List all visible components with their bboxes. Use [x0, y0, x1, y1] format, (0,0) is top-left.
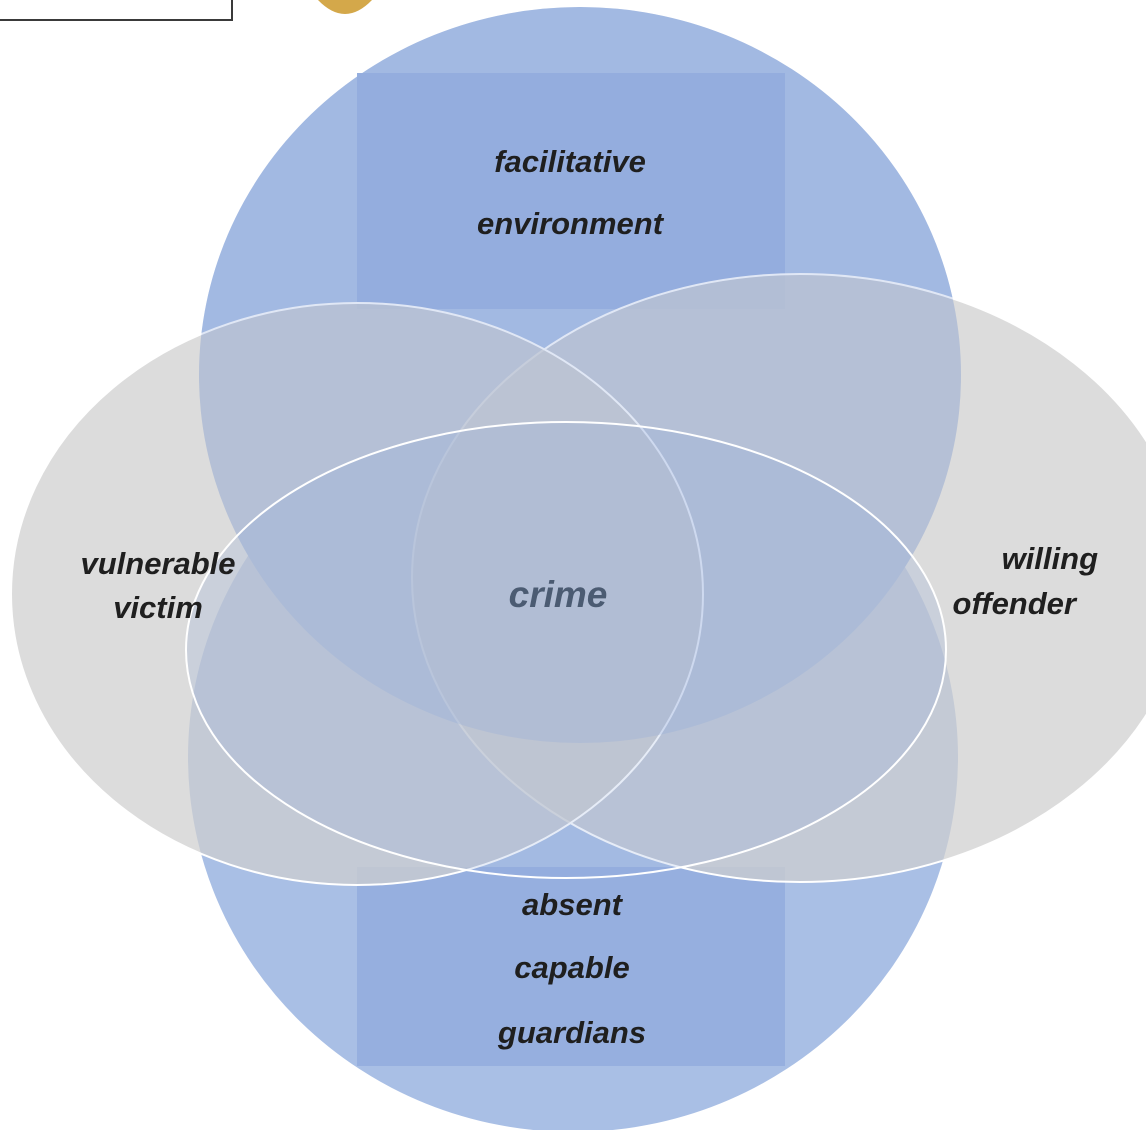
- victim-label-line-1: vulnerable: [80, 546, 235, 581]
- guardians-outline: [185, 421, 947, 879]
- environment-overlay: [199, 7, 961, 743]
- guardians-label-line-1: absent: [522, 887, 624, 922]
- frame-box-fragment: [0, 0, 233, 21]
- victim-label-line-2: victim: [113, 590, 203, 625]
- emblem-fragment: [318, 0, 372, 14]
- offender-label-line-2: offender: [953, 586, 1078, 621]
- offender-label-line-1: willing: [1002, 541, 1099, 576]
- environment-label-box: [357, 73, 785, 309]
- guardians-label-box: [357, 867, 785, 1066]
- environment-label-line-2: environment: [477, 206, 665, 241]
- guardians-label-line-3: guardians: [497, 1015, 646, 1050]
- environment-label-line-1: facilitative: [494, 144, 646, 179]
- crime-label: crime: [509, 574, 608, 615]
- guardians-label-line-2: capable: [514, 950, 629, 985]
- victim-circle: [10, 302, 704, 886]
